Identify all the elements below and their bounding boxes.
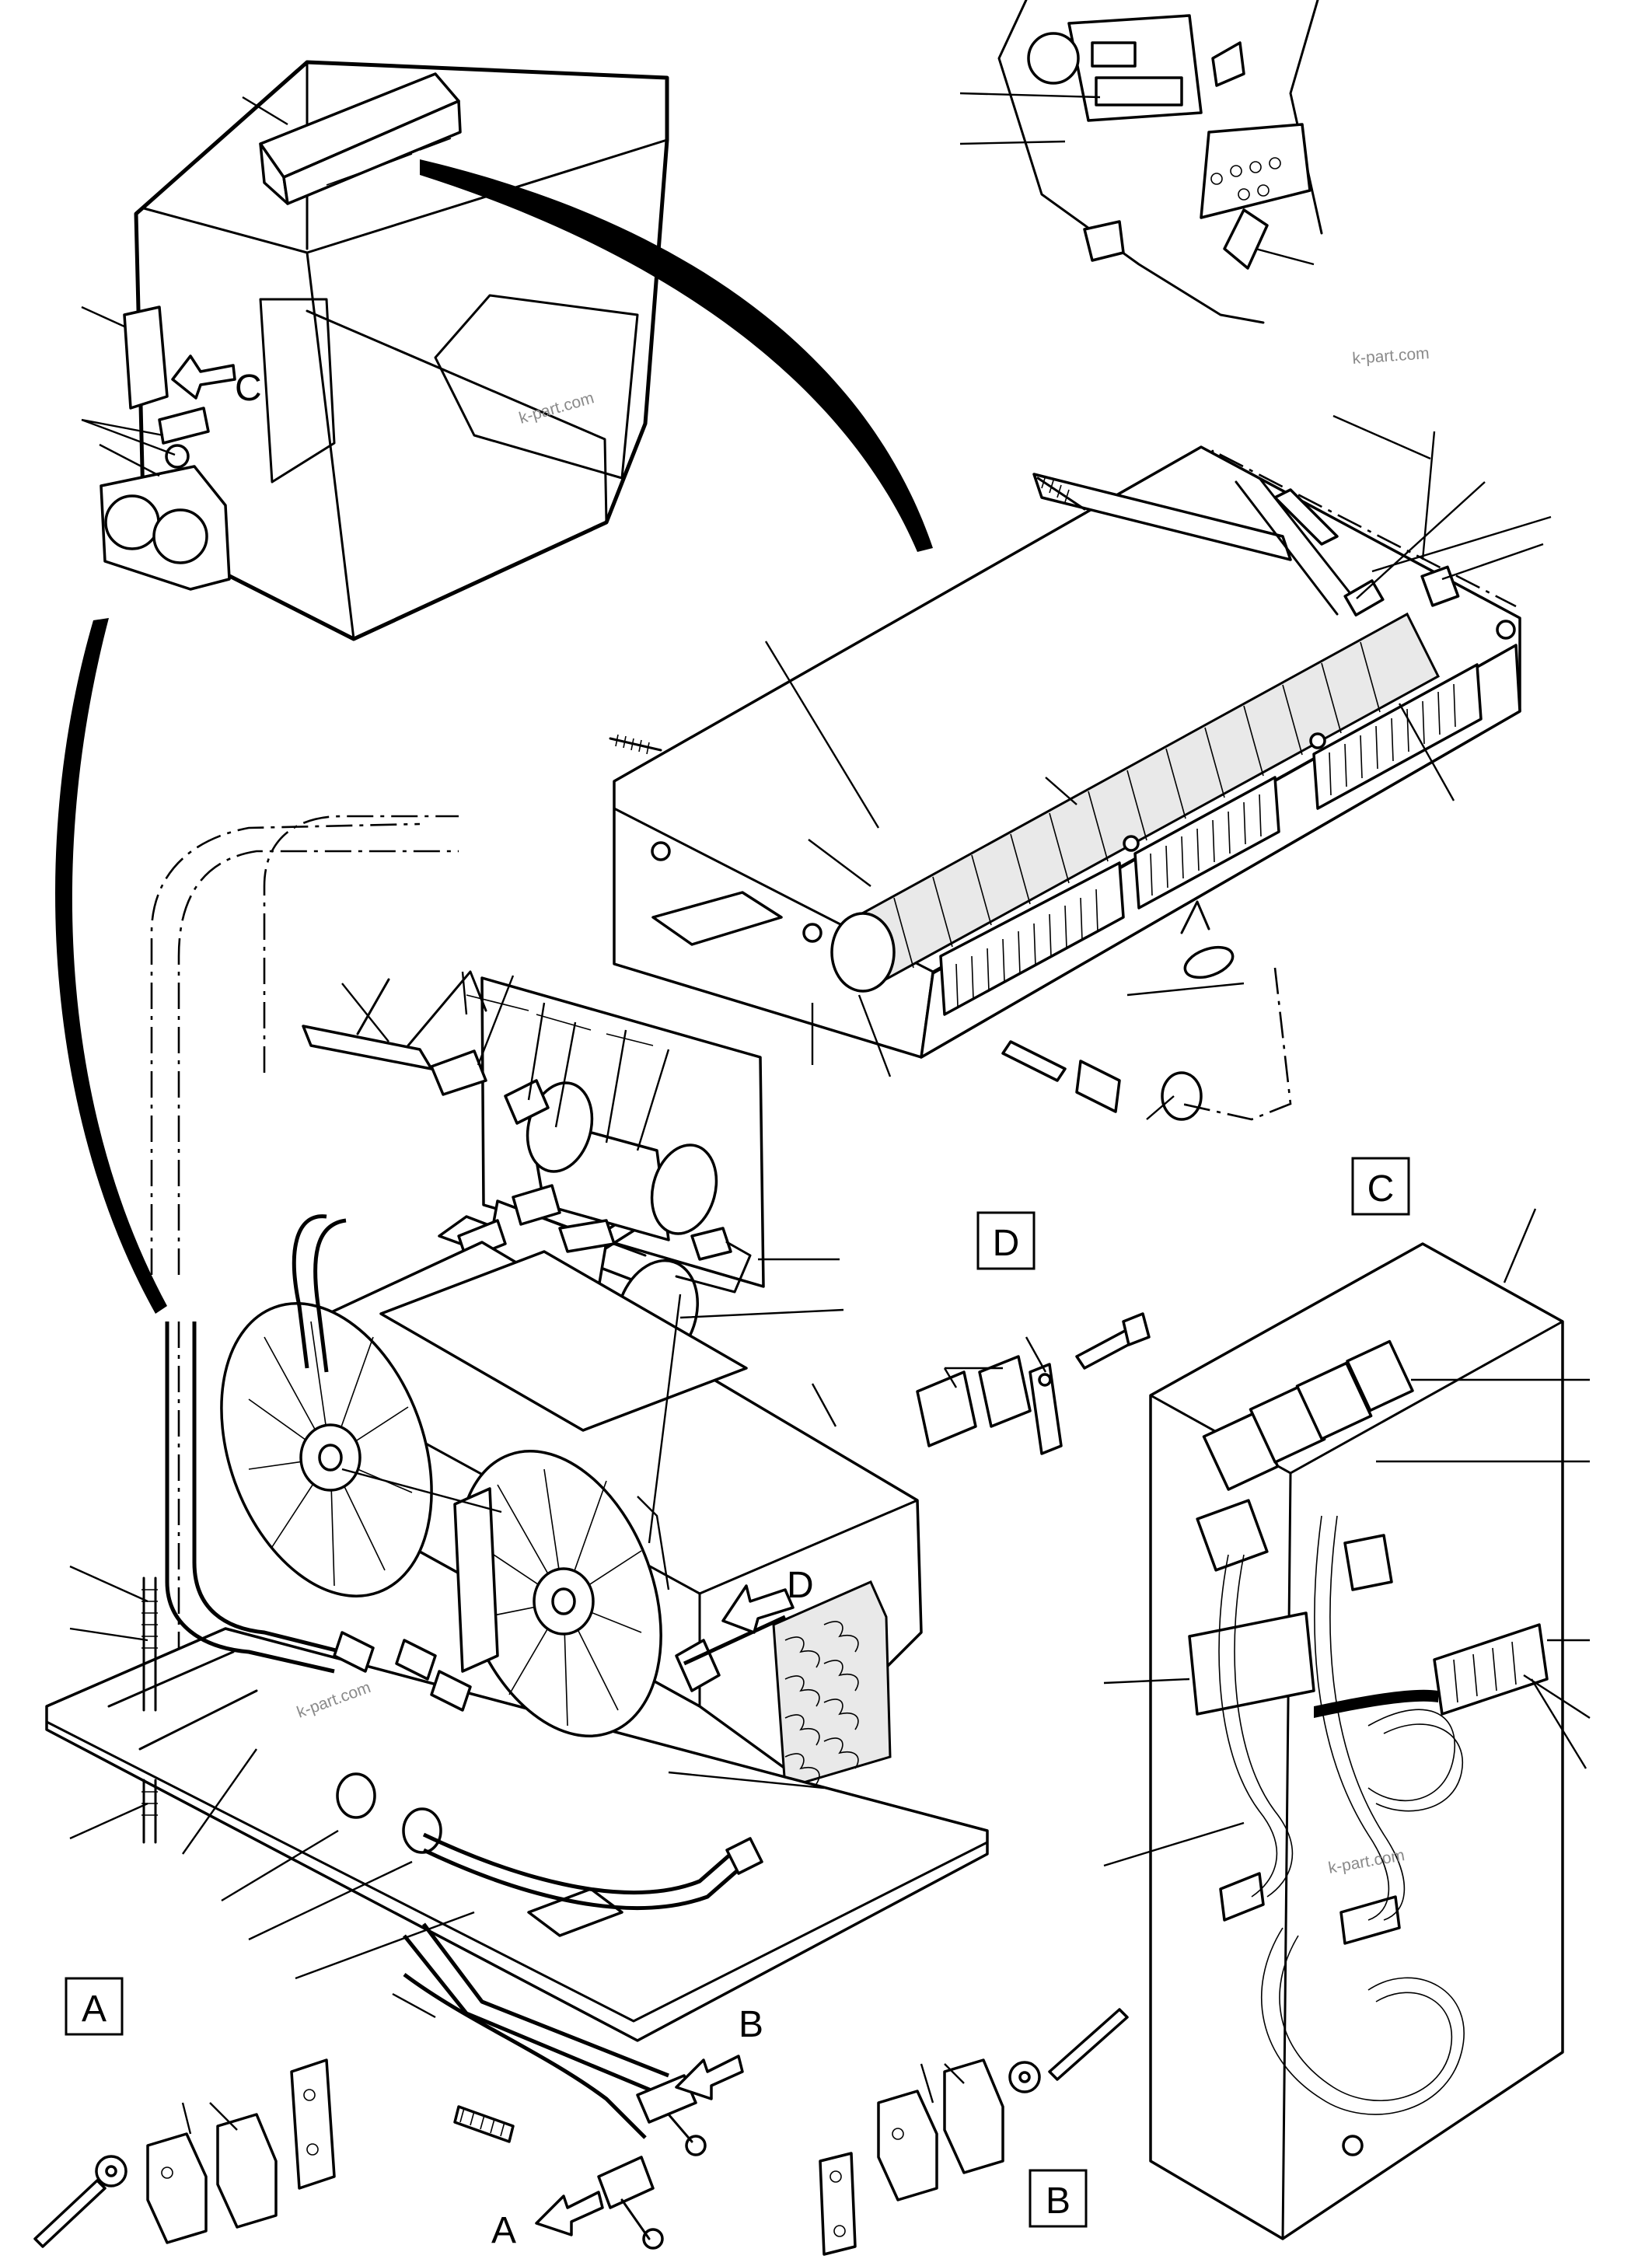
blower-fins <box>893 641 1381 969</box>
arrow-b <box>675 2055 744 2100</box>
detail-box-c-label: C <box>1367 1168 1395 1210</box>
detail-c-arrow-label: C <box>235 368 262 409</box>
watermark-cab: k-part.com <box>517 389 596 427</box>
detail-b-arrow-label: B <box>739 2004 763 2045</box>
detail-b-parts <box>819 2008 1129 2256</box>
detail-a-parts <box>33 2058 336 2248</box>
detail-c-control-box: k-part.com <box>1103 1208 1591 2240</box>
detail-box-d-label: D <box>993 1223 1020 1264</box>
detail-d-clamp <box>916 1312 1151 1455</box>
condenser-fan-left <box>220 1302 433 1597</box>
detail-box-d: D <box>976 1211 1036 1270</box>
stud-threads-bottom <box>459 2107 505 2137</box>
detail-a-arrow-label: A <box>491 2210 516 2251</box>
dashboard-illustration <box>959 0 1323 324</box>
detail-box-c: C <box>1351 1157 1410 1216</box>
condenser-assembly: D k-part.com <box>45 822 1292 2250</box>
evaporator-unit: k-part.com <box>609 344 1552 1121</box>
detail-box-b-label: B <box>1046 2180 1070 2222</box>
curved-arrow-panel-to-condenser <box>55 618 167 1314</box>
detail-box-b: B <box>1029 2169 1088 2228</box>
cab-illustration: C k-part.com <box>81 60 669 641</box>
condenser-coil-tubes <box>784 1621 859 1785</box>
arrow-a <box>535 2191 604 2236</box>
detail-box-a: A <box>65 1977 124 2036</box>
rod-threads <box>141 1589 158 1816</box>
condenser-fan-right <box>457 1450 662 1737</box>
louver-slats <box>955 683 1456 1007</box>
detail-d-arrow-label: D <box>787 1565 814 1606</box>
curved-arrow-roof-to-evaporator <box>420 159 933 552</box>
watermark-top: k-part.com <box>1352 344 1430 368</box>
detail-box-a-label: A <box>82 1988 107 2030</box>
stud-threads <box>615 475 1070 755</box>
